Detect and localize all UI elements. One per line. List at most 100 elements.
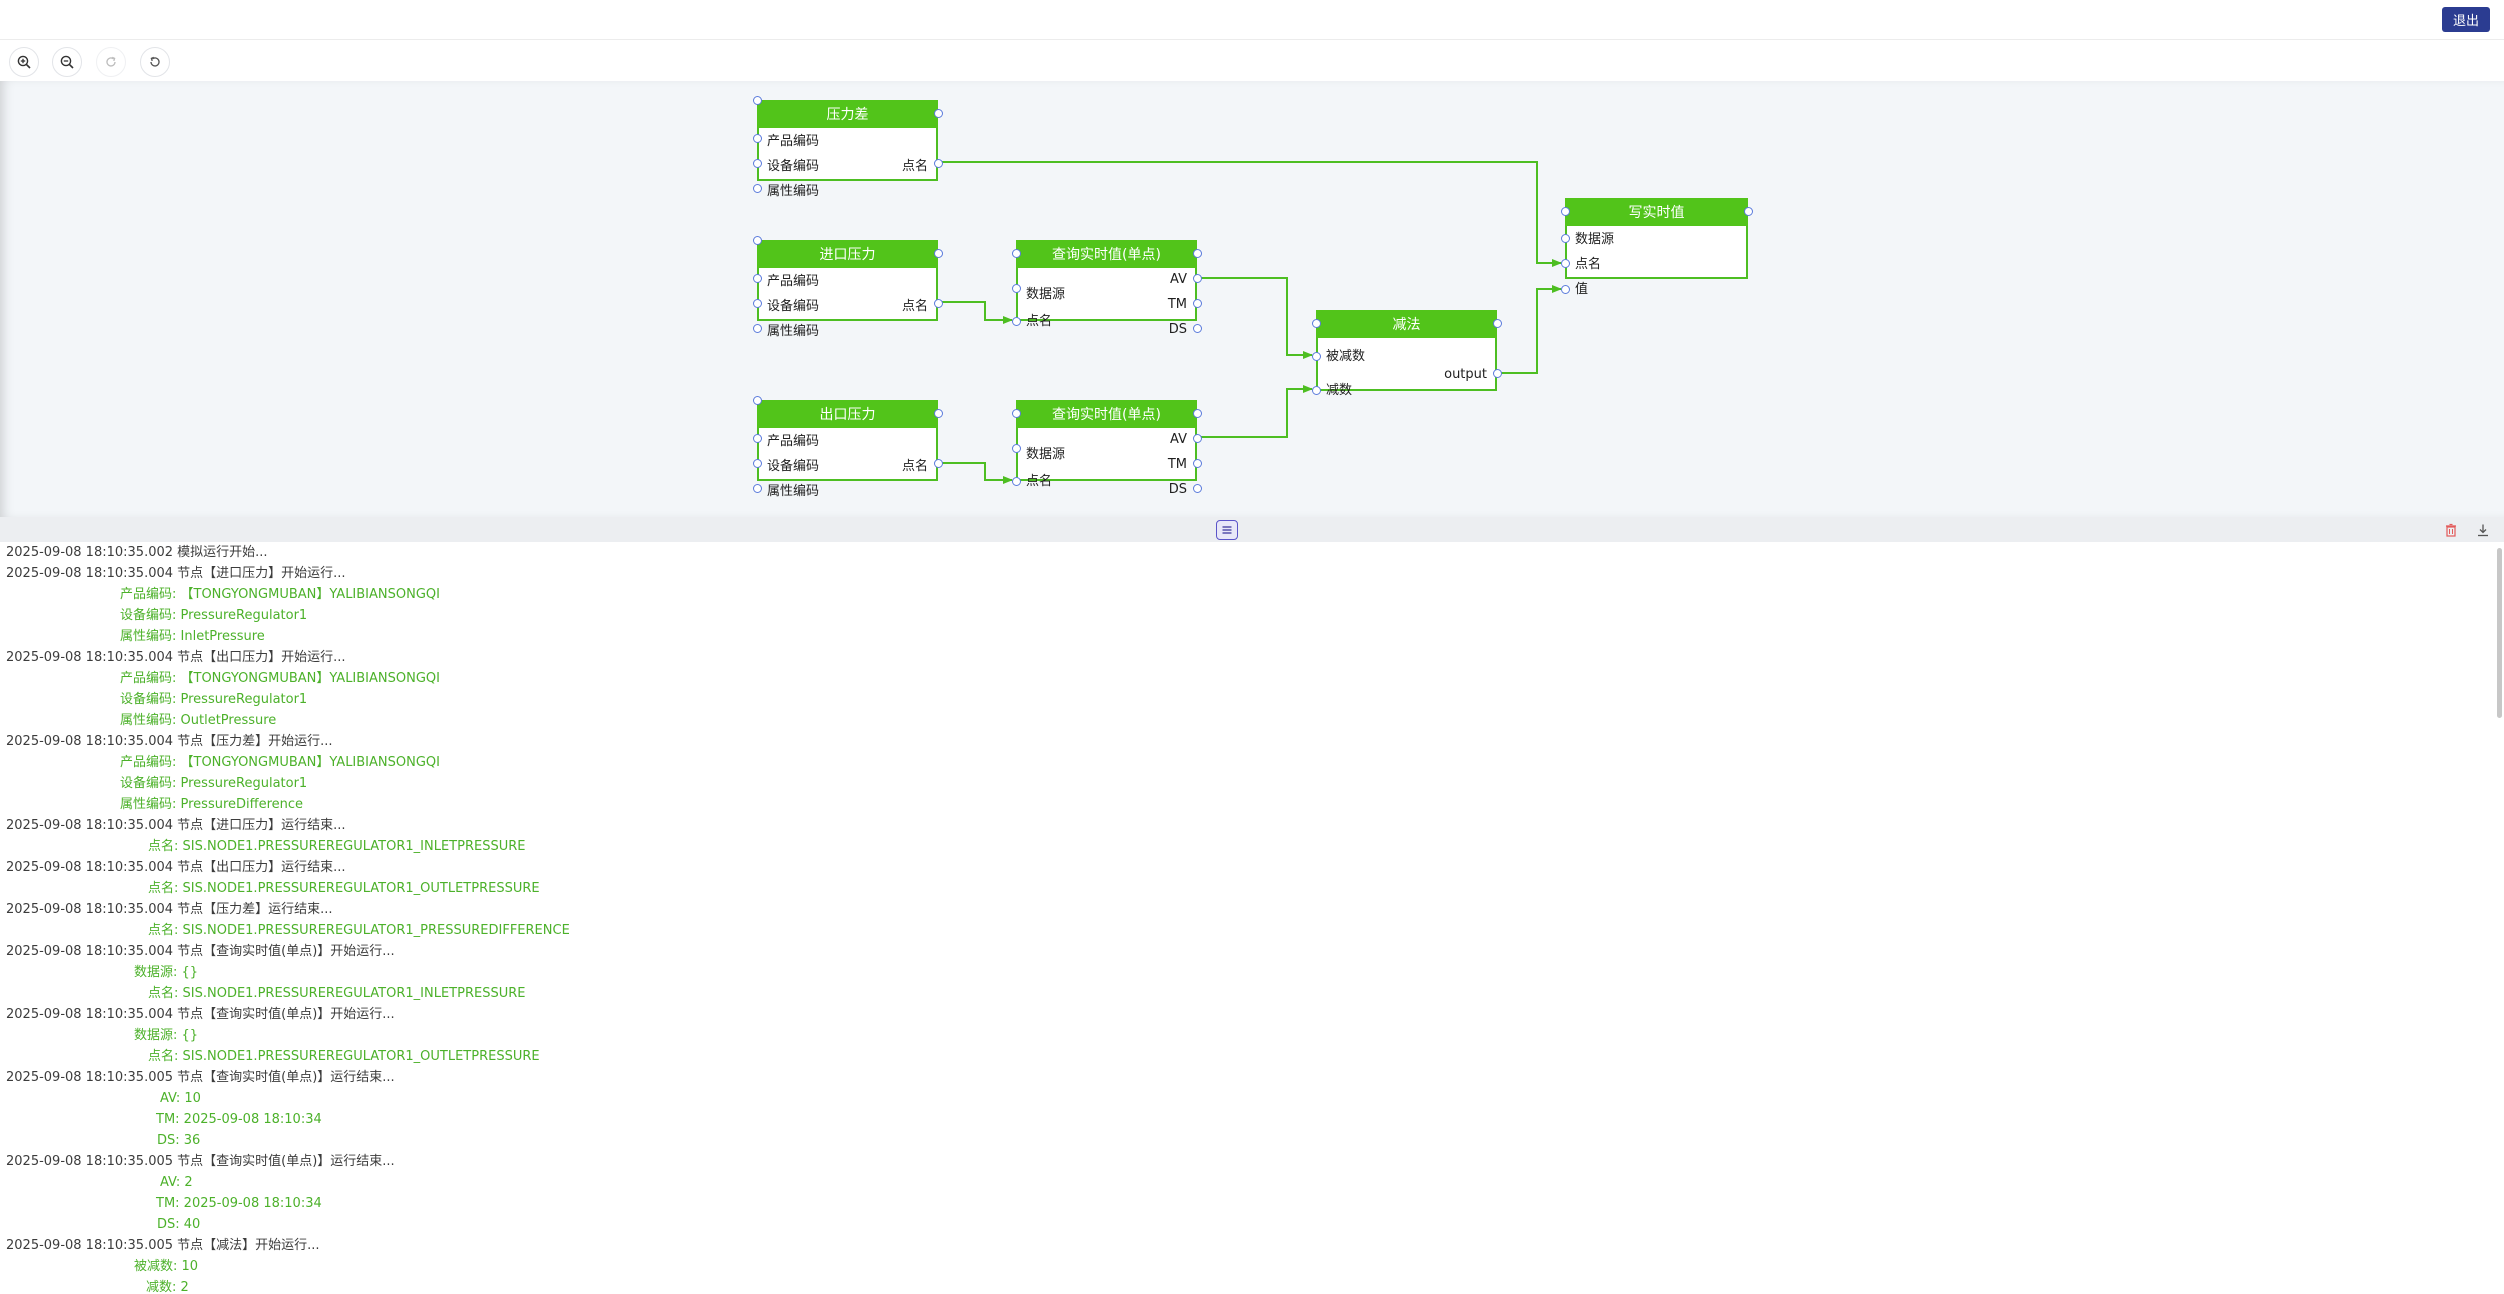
node-port[interactable] (752, 235, 762, 245)
node-port[interactable] (1311, 351, 1321, 361)
node-title: 减法 (1316, 310, 1497, 338)
node-query-realtime-2[interactable]: 查询实时值(单点) 数据源 点名 AV TM DS (1016, 400, 1197, 497)
port-label-product-code: 产品编码 (767, 134, 820, 149)
node-port[interactable] (752, 458, 762, 468)
node-port[interactable] (933, 108, 943, 118)
download-log-button[interactable] (2475, 522, 2491, 538)
port-label-attribute-code: 属性编码 (767, 324, 820, 339)
node-port[interactable] (752, 433, 762, 443)
log-scrollbar[interactable] (2497, 548, 2502, 718)
log-detail: 点名: SIS.NODE1.PRESSUREREGULATOR1_OUTLETP… (148, 881, 540, 896)
log-detail: 属性编码: PressureDifference (120, 797, 304, 812)
node-port[interactable] (752, 133, 762, 143)
node-port[interactable] (1743, 206, 1753, 216)
port-label-product-code: 产品编码 (767, 274, 820, 289)
list-icon (1222, 526, 1232, 534)
log-detail: 设备编码: PressureRegulator1 (120, 776, 308, 791)
node-port[interactable] (1011, 283, 1021, 293)
node-port[interactable] (1192, 248, 1202, 258)
node-port[interactable] (1560, 284, 1570, 294)
node-port[interactable] (1492, 368, 1502, 378)
node-port[interactable] (1011, 476, 1021, 486)
node-port[interactable] (1492, 318, 1502, 328)
node-pressure-diff[interactable]: 压力差 产品编码 设备编码 属性编码 点名 (757, 100, 938, 199)
node-port[interactable] (1192, 433, 1202, 443)
node-port[interactable] (1560, 258, 1570, 268)
clear-log-button[interactable] (2443, 522, 2459, 538)
node-port[interactable] (752, 183, 762, 193)
zoom-out-button[interactable] (52, 47, 82, 77)
node-port[interactable] (1192, 323, 1202, 333)
log-detail: TM: 2025-09-08 18:10:34 (156, 1196, 322, 1211)
undo-button[interactable] (140, 47, 170, 77)
port-label-point-name: 点名 (901, 459, 928, 474)
node-inlet-pressure[interactable]: 进口压力 产品编码 设备编码 属性编码 点名 (757, 240, 938, 339)
port-label-tm: TM (1167, 297, 1187, 312)
node-port[interactable] (752, 273, 762, 283)
port-label-av: AV (1170, 432, 1187, 447)
log-detail: 点名: SIS.NODE1.PRESSUREREGULATOR1_INLETPR… (148, 986, 526, 1001)
log-detail: 属性编码: InletPressure (120, 629, 265, 644)
node-port[interactable] (752, 95, 762, 105)
log-detail: 数据源: {} (134, 965, 199, 980)
port-label-datasource: 数据源 (1026, 447, 1066, 462)
flow-canvas[interactable]: 压力差 产品编码 设备编码 属性编码 点名 进口压力 产品编码 设备编码 属性编… (0, 81, 2504, 517)
log-detail: AV: 2 (160, 1175, 193, 1190)
node-port[interactable] (1011, 408, 1021, 418)
node-write-realtime[interactable]: 写实时值 数据源 点名 值 (1565, 198, 1748, 297)
zoom-in-icon (17, 55, 31, 69)
node-port[interactable] (933, 458, 943, 468)
node-port[interactable] (752, 483, 762, 493)
node-port[interactable] (1311, 385, 1321, 395)
node-port[interactable] (1560, 233, 1570, 243)
undo-icon (150, 56, 160, 67)
log-panel-divider[interactable] (0, 517, 2504, 542)
port-label-attribute-code: 属性编码 (767, 184, 820, 199)
node-port[interactable] (1311, 318, 1321, 328)
log-detail: 减数: 2 (146, 1280, 189, 1294)
node-port[interactable] (1192, 483, 1202, 493)
node-port[interactable] (752, 298, 762, 308)
port-label-subtrahend: 减数 (1326, 383, 1353, 398)
run-log-panel[interactable]: 2025-09-08 18:10:35.002 模拟运行开始... 2025-09… (0, 542, 2504, 1294)
log-entry: 2025-09-08 18:10:35.004 节点【压力差】开始运行... (6, 734, 333, 749)
node-port[interactable] (1192, 458, 1202, 468)
node-title: 出口压力 (757, 400, 938, 428)
node-port[interactable] (933, 298, 943, 308)
node-port[interactable] (1192, 408, 1202, 418)
edge-query2-av-to-subtrahend (1197, 385, 1313, 438)
port-label-point-name: 点名 (1026, 474, 1053, 489)
node-port[interactable] (1192, 298, 1202, 308)
node-port[interactable] (1560, 206, 1570, 216)
port-label-ds: DS (1168, 322, 1187, 337)
node-port[interactable] (1192, 273, 1202, 283)
node-port[interactable] (752, 323, 762, 333)
node-query-realtime-1[interactable]: 查询实时值(单点) 数据源 点名 AV TM DS (1016, 240, 1197, 337)
redo-button[interactable] (96, 47, 126, 77)
zoom-in-button[interactable] (9, 47, 39, 77)
log-entry: 2025-09-08 18:10:35.005 节点【查询实时值(单点)】运行结… (6, 1154, 395, 1169)
log-entry: 2025-09-08 18:10:35.004 节点【压力差】运行结束... (6, 902, 333, 917)
node-port[interactable] (752, 395, 762, 405)
node-outlet-pressure[interactable]: 出口压力 产品编码 设备编码 属性编码 点名 (757, 400, 938, 499)
node-port[interactable] (933, 408, 943, 418)
node-port[interactable] (933, 158, 943, 168)
log-entry: 2025-09-08 18:10:35.004 节点【出口压力】开始运行... (6, 650, 346, 665)
log-detail: DS: 36 (157, 1133, 201, 1148)
edge-query1-av-to-minuend (1197, 277, 1313, 359)
exit-button[interactable]: 退出 (2442, 7, 2490, 32)
node-subtract[interactable]: 减法 被减数 减数 output (1316, 310, 1497, 398)
port-label-minuend: 被减数 (1326, 349, 1366, 364)
node-port[interactable] (1011, 443, 1021, 453)
node-port[interactable] (752, 158, 762, 168)
node-port[interactable] (1011, 316, 1021, 326)
log-entry: 2025-09-08 18:10:35.002 模拟运行开始... (6, 545, 268, 560)
port-label-point-name: 点名 (1575, 257, 1602, 272)
log-detail: 点名: SIS.NODE1.PRESSUREREGULATOR1_OUTLETP… (148, 1049, 540, 1064)
node-port[interactable] (1011, 248, 1021, 258)
log-entry: 2025-09-08 18:10:35.005 节点【减法】开始运行... (6, 1238, 320, 1253)
node-port[interactable] (933, 248, 943, 258)
log-entry: 2025-09-08 18:10:35.004 节点【出口压力】运行结束... (6, 860, 346, 875)
log-entry: 2025-09-08 18:10:35.004 节点【进口压力】运行结束... (6, 818, 346, 833)
toggle-log-button[interactable] (1216, 520, 1238, 540)
